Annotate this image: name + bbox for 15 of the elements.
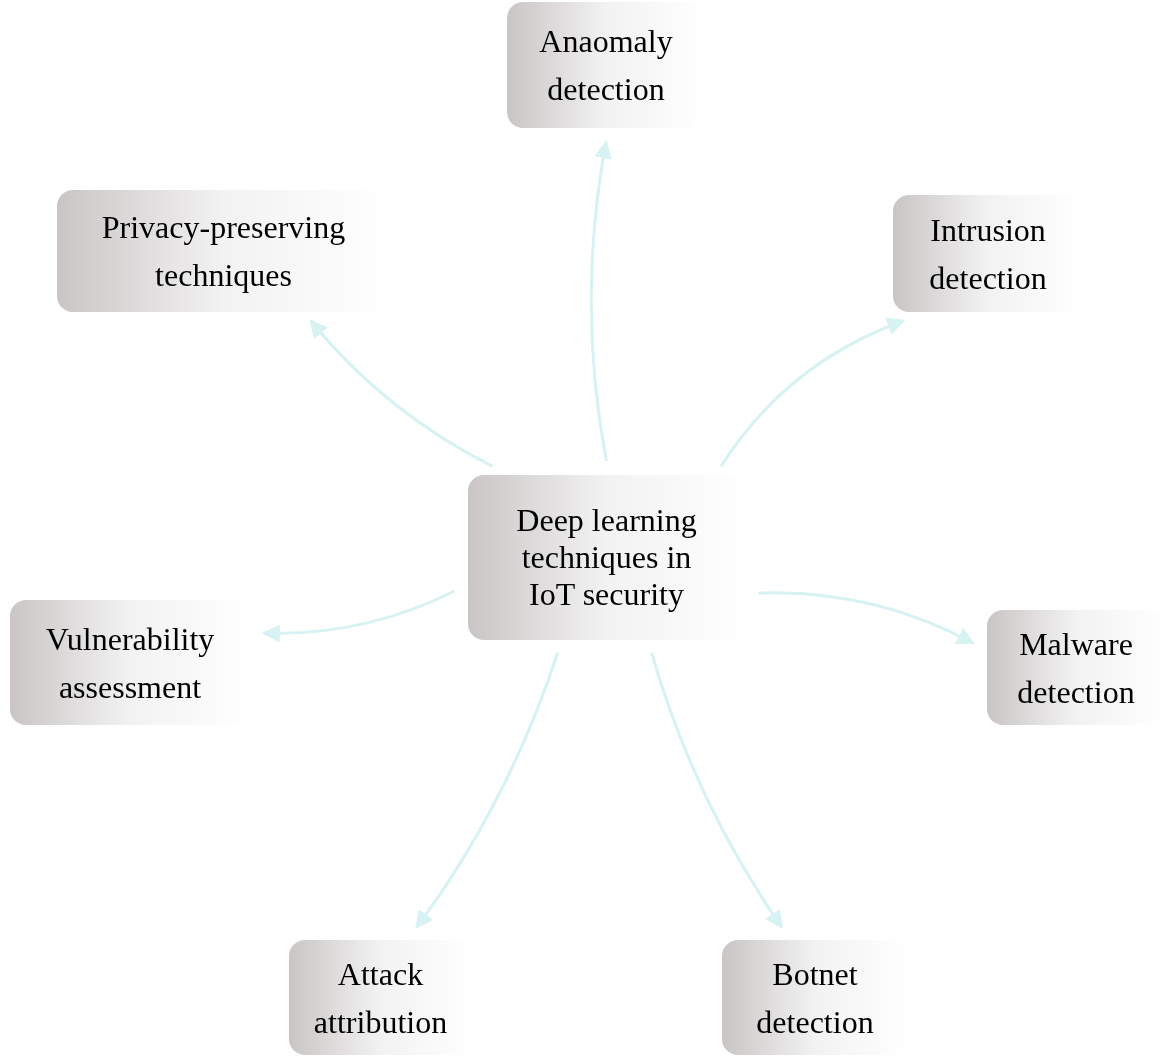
topic-label: Anaomaly detection: [538, 22, 674, 109]
topic-label: Vulnerability assessment: [44, 619, 216, 707]
curved-arrow: [719, 318, 906, 468]
topic-label: Attack attribution: [312, 954, 449, 1042]
topic-label: Privacy-preserving techniques: [100, 208, 347, 295]
curved-arrow: [415, 651, 560, 929]
curved-arrow: [261, 589, 455, 643]
curved-arrow: [589, 140, 613, 462]
topic-label: Intrusion detection: [928, 210, 1048, 298]
topic-label: Deep learning techniques in IoT security: [515, 502, 698, 613]
curved-arrow: [650, 652, 783, 929]
curved-arrow: [758, 591, 975, 645]
topic-label: Botnet detection: [755, 954, 875, 1042]
curved-arrow: [309, 319, 494, 468]
topic-label: Malware detection: [1016, 624, 1136, 712]
